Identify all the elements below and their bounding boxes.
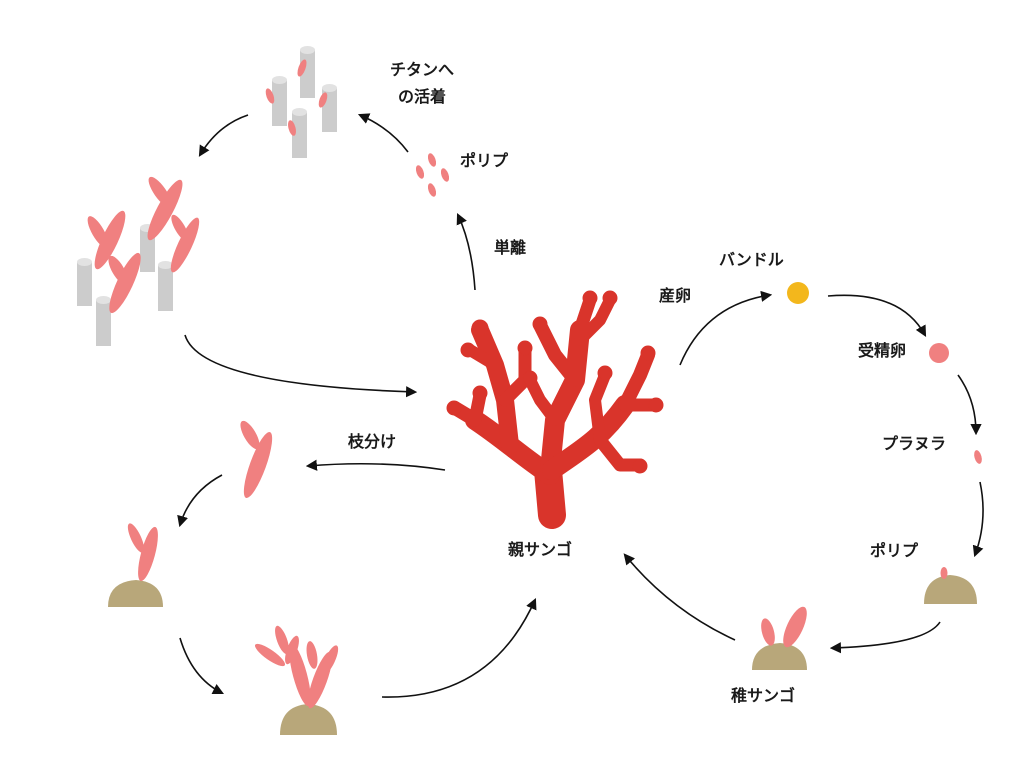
label-titanium-attachment: チタンへ の活着 (390, 60, 454, 106)
coral-fragment (240, 420, 273, 499)
label-spawning: 産卵 (659, 286, 692, 305)
titanium-rod (322, 84, 337, 132)
label-polyp-right: ポリプ (870, 541, 919, 560)
label-bundle: バンドル (719, 250, 784, 269)
small-coral-on-rock (108, 523, 163, 607)
arrow-small-to-grown (179, 637, 225, 695)
juvenile-coral-on-rock (752, 606, 807, 670)
arrow-polyp-to-juvenile (829, 621, 941, 654)
label-detach: 単離 (494, 238, 527, 257)
arrow-egg-to-planula (957, 374, 982, 436)
arrow-parent-to-bundle (679, 290, 773, 366)
label-titanium-line2: の活着 (398, 87, 447, 107)
parent-coral (446, 290, 664, 529)
titanium-rod (272, 76, 287, 126)
arrow-bundle-to-egg (827, 294, 927, 337)
planula-shape (974, 450, 982, 464)
arrow-fragment-to-small (177, 474, 223, 528)
label-fertilized-egg: 受精卵 (858, 341, 907, 360)
grown-coral-on-rock (254, 625, 339, 735)
arrow-grown-to-parent (184, 334, 418, 398)
arrow-grown-to-parent-2 (381, 597, 537, 698)
bundle-dot (787, 282, 809, 304)
arrow-parent-to-fragment (305, 459, 446, 471)
label-titanium-line1: チタンへ (390, 60, 455, 79)
fertilized-egg-dot (929, 343, 949, 363)
grown-corals-on-rods (77, 176, 200, 346)
polyp-on-rock (924, 567, 977, 604)
arrow-juvenile-to-parent (623, 553, 736, 641)
titanium-rod (292, 108, 307, 158)
arrow-parent-to-polyp (456, 212, 476, 291)
label-polyp-top: ポリプ (460, 151, 509, 170)
label-parent-coral: 親サンゴ (508, 540, 573, 559)
titanium-rods-with-polyps (265, 46, 337, 158)
detached-polyps (415, 153, 450, 197)
arrow-rods-to-grown (198, 114, 249, 157)
label-planula: プラヌラ (882, 434, 947, 453)
arrow-polyp-to-rods (357, 113, 409, 153)
label-juvenile-coral: 稚サンゴ (731, 686, 796, 705)
arrows (177, 113, 984, 698)
label-fragmentation: 枝分け (348, 432, 397, 451)
arrow-planula-to-polyp (972, 481, 984, 558)
